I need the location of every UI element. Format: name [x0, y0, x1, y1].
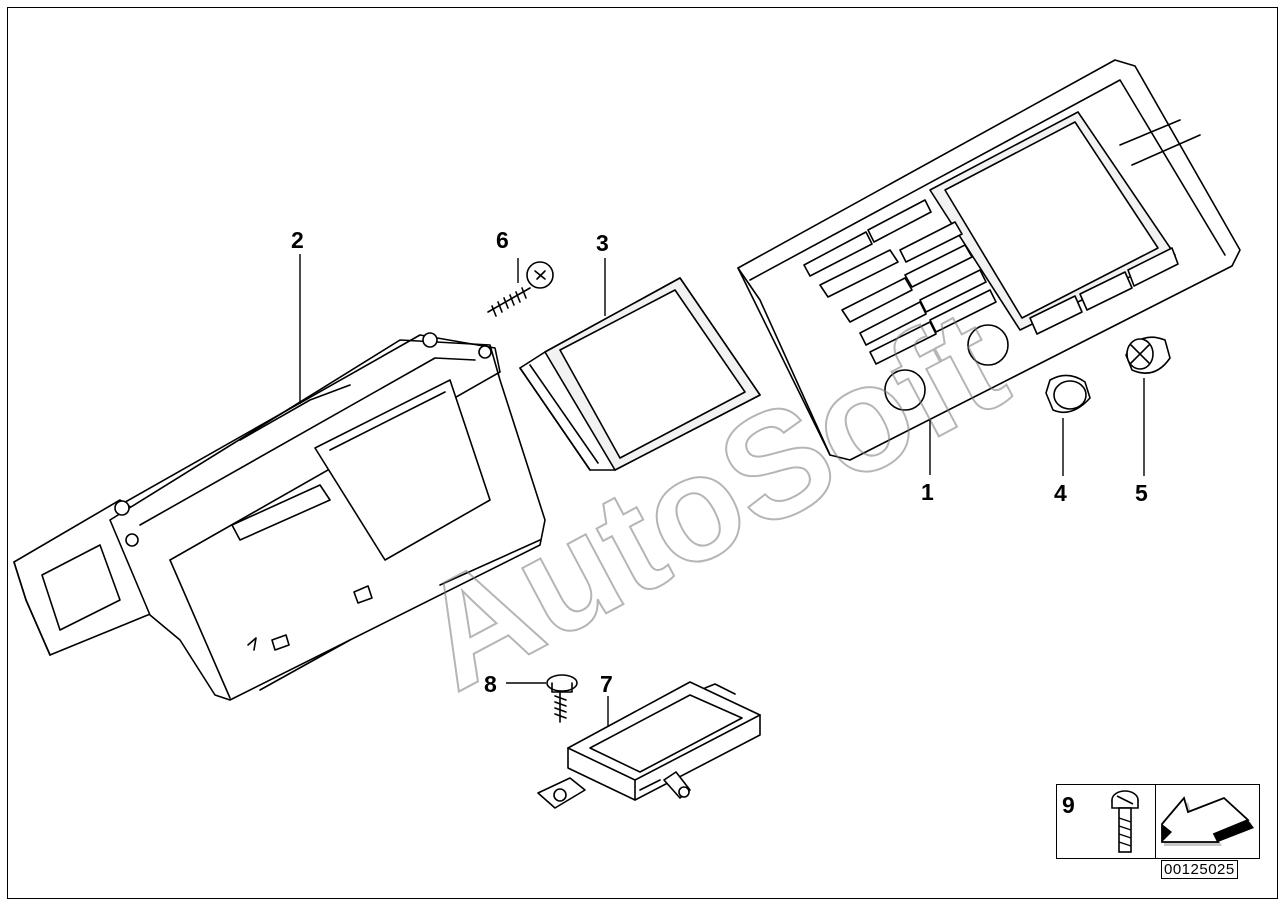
- part-6-screw[interactable]: [487, 261, 554, 317]
- part-3-screen[interactable]: [519, 277, 761, 471]
- part-5-knob[interactable]: [1125, 336, 1171, 374]
- part-2-housing[interactable]: [13, 332, 546, 701]
- legend-bolt-icon[interactable]: [1090, 786, 1150, 858]
- legend-divider: [1155, 784, 1156, 859]
- knob-right[interactable]: [967, 324, 1009, 366]
- knob-left[interactable]: [884, 369, 926, 411]
- callout-8: 8: [484, 671, 497, 697]
- panel-buttons[interactable]: [803, 199, 1179, 365]
- part-7-module[interactable]: [537, 681, 761, 809]
- direction-arrow-icon: [1161, 796, 1254, 846]
- callout-1: 1: [921, 479, 934, 505]
- callout-4: 4: [1054, 480, 1067, 506]
- diagram-frame: [7, 7, 1278, 899]
- part-1-panel[interactable]: [737, 59, 1241, 461]
- document-number: 00125025: [1161, 860, 1238, 879]
- callout-5: 5: [1135, 480, 1148, 506]
- callout-6: 6: [496, 227, 509, 253]
- callout-2: 2: [291, 227, 304, 253]
- callout-7: 7: [600, 671, 613, 697]
- leader-lines: [299, 254, 1145, 726]
- legend-part-number: 9: [1062, 792, 1075, 818]
- part-8-screw[interactable]: [546, 674, 578, 723]
- callout-3: 3: [596, 230, 609, 256]
- part-4-knob[interactable]: [1045, 374, 1091, 414]
